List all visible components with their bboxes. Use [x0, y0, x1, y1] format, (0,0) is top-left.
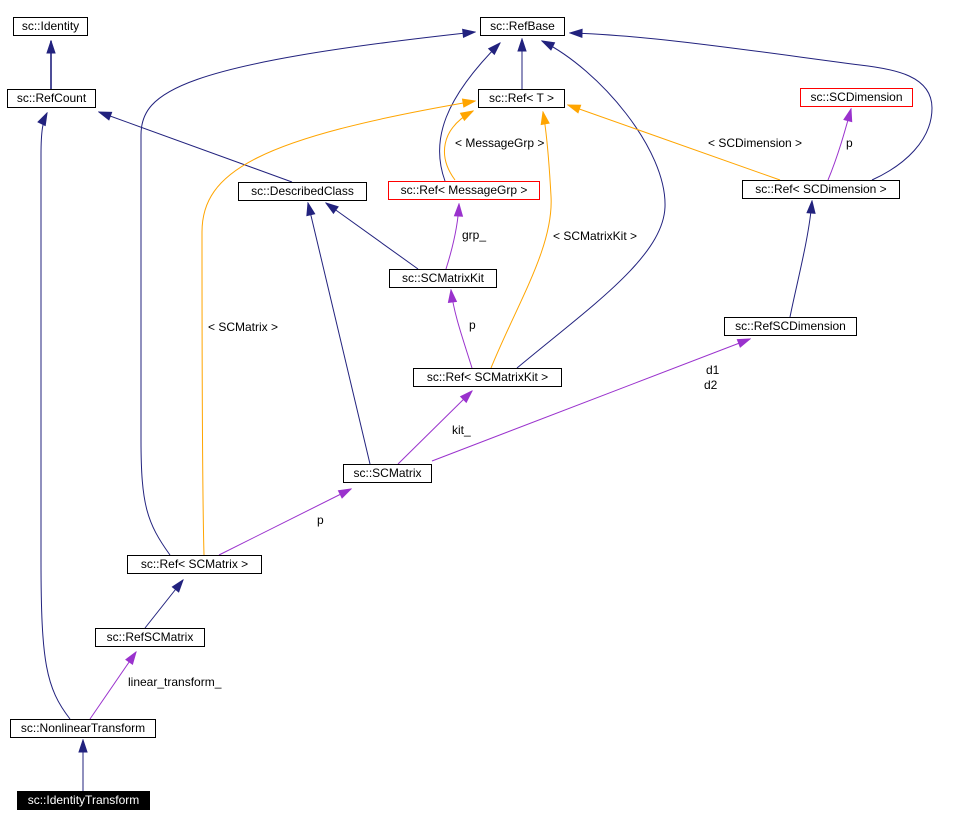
edge-ref-scmatrix-to-refbase: [140, 32, 475, 556]
edge-label-template-messagegrp: < MessageGrp >: [455, 136, 545, 150]
edge-member-p-scmatrix: [218, 489, 351, 556]
node-sc-nonlineartransform[interactable]: sc::NonlinearTransform: [10, 719, 156, 738]
edge-label-linear-transform: linear_transform_: [128, 675, 222, 689]
edge-ref-scdimension-to-refbase: [570, 33, 933, 181]
edge-ref-messagegrp-to-refbase: [439, 43, 500, 182]
edge-label-grp: grp_: [462, 228, 487, 242]
node-sc-ref-scdimension[interactable]: sc::Ref< SCDimension >: [742, 180, 900, 199]
node-sc-scmatrix[interactable]: sc::SCMatrix: [343, 464, 432, 483]
edge-member-linear-transform: [89, 652, 136, 720]
edge-label-d2: d2: [704, 378, 718, 392]
edge-label-kit: kit_: [452, 423, 471, 437]
edge-describedclass-to-refcount: [99, 112, 293, 183]
edge-refscmatrix-to-ref-scmatrix: [144, 580, 183, 629]
edge-label-p-scdimension: p: [846, 136, 853, 150]
node-sc-refcount[interactable]: sc::RefCount: [7, 89, 96, 108]
edge-nonlineartransform-to-refcount: [41, 113, 71, 720]
edge-label-d1: d1: [706, 363, 720, 377]
edge-label-template-scmatrix: < SCMatrix >: [208, 320, 279, 334]
node-sc-refbase[interactable]: sc::RefBase: [480, 17, 565, 36]
node-sc-scmatrixkit[interactable]: sc::SCMatrixKit: [389, 269, 497, 288]
edge-scmatrixkit-to-describedclass: [326, 203, 419, 270]
node-sc-ref-t[interactable]: sc::Ref< T >: [478, 89, 565, 108]
node-sc-identitytransform: sc::IdentityTransform: [17, 791, 150, 810]
node-sc-refscmatrix[interactable]: sc::RefSCMatrix: [95, 628, 205, 647]
node-sc-scdimension[interactable]: sc::SCDimension: [800, 88, 913, 107]
edge-ref-scmatrixkit-to-refbase: [516, 41, 666, 369]
edge-label-template-scdimension: < SCDimension >: [708, 136, 803, 150]
edge-template-ref-scmatrix-to-ref-t: [201, 101, 475, 556]
node-sc-describedclass[interactable]: sc::DescribedClass: [238, 182, 367, 201]
node-sc-ref-scmatrix[interactable]: sc::Ref< SCMatrix >: [127, 555, 262, 574]
edge-template-ref-scmatrixkit-to-ref-t: [490, 112, 552, 369]
edge-member-grp: [445, 204, 459, 270]
node-sc-identity[interactable]: sc::Identity: [13, 17, 88, 36]
edge-member-p-scmatrixkit: [451, 290, 473, 369]
edge-refscdimension-to-ref-scdimension: [789, 201, 812, 318]
edge-label-p-scmatrix: p: [317, 513, 324, 527]
edge-label-template-scmatrixkit: < SCMatrixKit >: [553, 229, 638, 243]
edge-scmatrix-to-describedclass: [308, 203, 371, 465]
edge-member-kit: [397, 391, 472, 465]
edge-template-ref-messagegrp-to-ref-t: [443, 111, 473, 181]
node-sc-refscdimension[interactable]: sc::RefSCDimension: [724, 317, 857, 336]
edge-member-p-scdimension: [827, 109, 851, 181]
edge-label-p-scmatrixkit: p: [469, 318, 476, 332]
node-sc-ref-messagegrp[interactable]: sc::Ref< MessageGrp >: [388, 181, 540, 200]
edge-template-ref-scdimension-to-ref-t: [568, 105, 781, 181]
edge-member-d1-d2: [431, 339, 750, 462]
node-sc-ref-scmatrixkit[interactable]: sc::Ref< SCMatrixKit >: [413, 368, 562, 387]
